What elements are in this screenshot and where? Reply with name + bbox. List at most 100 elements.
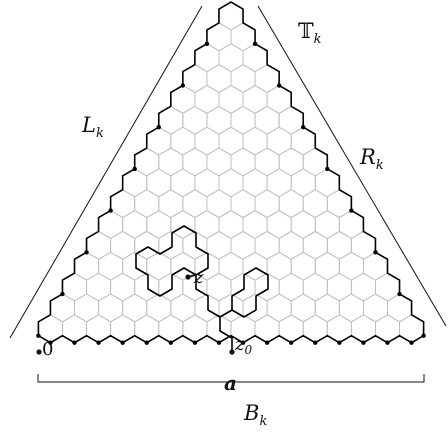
lattice-hex: [134, 230, 160, 260]
lattice-hex: [266, 168, 292, 198]
boundary-dot: [313, 340, 318, 345]
lattice-hex: [242, 84, 268, 114]
lattice-hex: [206, 272, 232, 302]
triangle-label: 𝕋k: [298, 19, 322, 47]
boundary-dot: [120, 340, 125, 345]
boundary-dot: [264, 340, 270, 345]
lattice-hex: [362, 293, 388, 323]
lattice-hex: [122, 210, 148, 239]
lattice-hex: [230, 64, 256, 93]
lattice-hex: [182, 230, 208, 260]
lattice-hex: [290, 251, 316, 281]
left-side-label: Lk: [81, 113, 104, 141]
boundary-vertices: [36, 41, 426, 345]
boundary-dot: [216, 340, 222, 345]
lattice-hex: [206, 189, 232, 219]
lattice-hex: [122, 251, 148, 281]
lattice-hex: [218, 168, 244, 198]
lattice-hex: [254, 230, 280, 260]
lattice-hex: [206, 64, 232, 93]
boundary-dot: [276, 83, 282, 88]
boundary-dot: [301, 125, 306, 130]
lattice-hex: [290, 168, 316, 198]
self-avoiding-path: [135, 225, 269, 352]
lattice-hex: [86, 272, 112, 302]
lattice-hex: [266, 251, 292, 281]
lattice-hex: [74, 293, 100, 323]
boundary-dot: [108, 208, 113, 213]
lattice-hex: [218, 84, 244, 114]
boundary-dot: [36, 333, 41, 338]
boundary-dot: [180, 83, 186, 88]
lattice-hex: [230, 105, 256, 135]
lattice-hex: [194, 84, 220, 114]
lattice-hex: [146, 293, 172, 323]
lattice-hex: [206, 147, 232, 177]
z0-point: [229, 349, 235, 355]
boundary-dot: [96, 340, 101, 345]
boundary-dot: [84, 250, 89, 255]
boundary-dot: [361, 340, 366, 345]
bottom-bracket: [37, 374, 425, 383]
boundary-dot: [325, 166, 330, 172]
lattice-hex: [146, 251, 172, 281]
lattice-hex: [242, 126, 268, 156]
lattice-hex: [290, 210, 316, 239]
lattice-hex: [158, 147, 184, 177]
z-point: [185, 274, 191, 280]
point-a-label: a: [224, 371, 237, 395]
lattice-hex: [230, 189, 256, 219]
boundary-dot: [156, 125, 161, 130]
boundary-dot: [337, 340, 342, 345]
lattice-hex: [134, 189, 160, 219]
lattice-hex: [242, 293, 268, 323]
lattice-hex: [158, 230, 184, 260]
lattice-hex: [194, 293, 220, 323]
walk-path: [135, 225, 269, 352]
hex-lattice: [37, 1, 425, 344]
z0-label: z0: [234, 334, 252, 357]
lattice-hex: [110, 272, 136, 302]
lattice-hex: [218, 210, 244, 239]
lattice-hex: [242, 251, 268, 281]
right-side-line: [257, 5, 447, 327]
lattice-hex: [278, 230, 304, 260]
lattice-hex: [98, 293, 124, 323]
lattice-hex: [338, 251, 364, 281]
lattice-hex: [254, 147, 280, 177]
boundary-dot: [421, 333, 426, 338]
lattice-hex: [218, 251, 244, 281]
lattice-hex: [230, 272, 256, 302]
lattice-hex: [302, 189, 328, 219]
lattice-hex: [266, 210, 292, 239]
lattice-hex: [122, 293, 148, 323]
lattice-hex: [278, 272, 304, 302]
boundary-dot: [192, 340, 198, 345]
lattice-hex: [158, 189, 184, 219]
boundary-dot: [349, 208, 354, 213]
lattice-hex: [254, 105, 280, 135]
lattice-hex: [194, 168, 220, 198]
lattice-hex: [206, 230, 232, 260]
lattice-hex: [218, 126, 244, 156]
lattice-hex: [254, 272, 280, 302]
lattice-hex: [278, 147, 304, 177]
lattice-hex: [218, 43, 244, 73]
boundary-dot: [385, 340, 390, 345]
boundary-dot: [48, 340, 53, 345]
lattice-hex: [158, 272, 184, 302]
lattice-hex: [170, 210, 196, 239]
lattice-hex: [230, 147, 256, 177]
lattice-hex: [278, 189, 304, 219]
boundary-dot: [132, 166, 137, 172]
boundary-dot: [397, 291, 402, 297]
lattice-hex: [170, 293, 196, 323]
boundary-dot: [373, 250, 378, 255]
lattice-hex: [266, 293, 292, 323]
boundary-dot: [288, 340, 294, 345]
lattice-hex: [338, 293, 364, 323]
lattice-hex: [314, 293, 340, 323]
right-side-label: Rk: [359, 145, 384, 173]
lattice-hex: [170, 126, 196, 156]
